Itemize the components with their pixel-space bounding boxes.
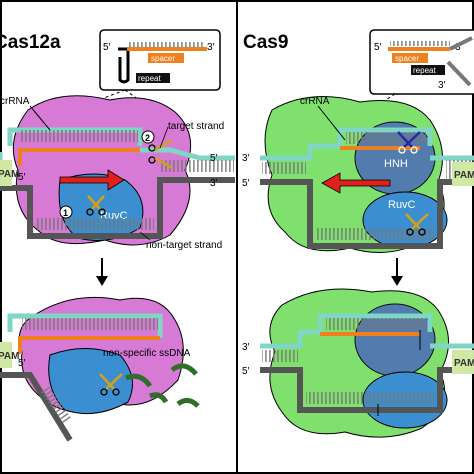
nontarget-ticks [36, 218, 154, 230]
down-arrow-icon [391, 258, 403, 286]
scissors-icon [405, 213, 429, 236]
spacer-label-box [148, 53, 184, 63]
red-arrow-icon [321, 172, 391, 194]
scissors-icon [397, 131, 421, 154]
dna-ticks [160, 160, 234, 172]
cas9-three-prime-b: 3′ [242, 342, 250, 353]
cas9-pam-block-2 [452, 350, 474, 374]
cas9-spacer-box [392, 53, 428, 63]
cas12a-panel: Cas12a 5′ 3′ spacer repeat RuvC [0, 29, 235, 442]
cas9-three-prime-top: 3′ [242, 153, 250, 164]
cas9-pam-label: PAM [454, 170, 474, 181]
pam-block-2 [0, 342, 12, 368]
cas9-crrna-label: crRNA [300, 96, 330, 107]
crrna-ticks [20, 130, 138, 142]
cas9-inset-five-prime: 5′ [374, 42, 382, 53]
three-prime-label: 3′ [210, 178, 218, 189]
down-arrow-icon [96, 258, 108, 286]
cas9-bottom-complex: PAM 3′ 5′ [242, 288, 474, 438]
cas9-crrna-loop-2 [317, 313, 433, 332]
cleaved-strand [0, 372, 73, 442]
ssdna-fragment [176, 398, 200, 408]
scissors-icon [99, 373, 123, 396]
crrna-label: crRNA [0, 96, 30, 107]
cas9-title: Cas9 [243, 32, 288, 53]
crrna-strand [18, 148, 140, 166]
cas9-non-target-strand [260, 179, 474, 249]
cas9-crrna-inset: 5′ 3′ spacer repeat 3′ [339, 29, 474, 131]
pam-label-2: PAM [0, 351, 19, 362]
non-target-strand-label: non-target strand [146, 240, 222, 251]
tracrrna-shape [446, 36, 473, 87]
inset-repeat-label: repeat [138, 74, 161, 83]
cas9-non-target-strand-2 [260, 367, 474, 413]
three-prime-label-top: 5′ [210, 153, 218, 164]
cas9-repeat-box [411, 65, 445, 75]
cas12a-top-complex: RuvC PAM 2 [0, 95, 235, 251]
cas9-inset-three-prime: 3′ [455, 42, 463, 53]
cas9-five-prime-b: 5′ [242, 366, 250, 377]
cas12a-title: Cas12a [0, 32, 61, 53]
repeat-label-box [136, 73, 170, 83]
cas12a-crrna-inset: 5′ 3′ spacer repeat [24, 29, 221, 129]
cas9-inset-three-prime-2: 3′ [438, 80, 446, 91]
inset-ticks [129, 42, 205, 47]
target-strand-label: target strand [168, 121, 224, 132]
nonspecific-ssdna-label: non-specific ssDNA [103, 348, 191, 359]
cut-two-label: 2 [145, 133, 150, 143]
cas9-inset-spacer: spacer [395, 54, 419, 63]
cas9-panel: Cas9 5′ 3′ spacer repeat 3′ HNH RuvC [242, 29, 474, 438]
cas12a-bottom-complex: PAM 5′ non-specific ssDNA [0, 296, 200, 442]
five-prime-label-2: 5′ [18, 358, 26, 369]
crrna-loop-2 [7, 313, 163, 338]
inset-spacer-label: spacer [151, 54, 175, 63]
ssdna-fragment [149, 392, 169, 404]
ruvc-domain [58, 173, 144, 241]
cas9-pam-block [452, 162, 474, 186]
side-text-b: e [0, 317, 3, 331]
side-text-a: e [0, 301, 3, 315]
five-prime-label: 5′ [18, 172, 26, 183]
cas9-crrna-loop [337, 127, 433, 146]
pam-block [0, 160, 12, 186]
inset-spacer-bar [127, 47, 207, 51]
pam-label: PAM [0, 169, 19, 180]
cas9-top-complex: HNH RuvC PAM [242, 96, 474, 253]
hnh-label: HNH [384, 158, 408, 170]
repeat-hairpin-shape [118, 47, 130, 84]
scissors-icon [86, 195, 106, 216]
crrna-strand-2 [18, 336, 160, 354]
crrna-ticks-2 [22, 318, 158, 330]
cut-one-label: 1 [63, 208, 68, 218]
cas9-pam-label-2: PAM [454, 358, 474, 369]
inset-five-prime: 5′ [103, 42, 111, 53]
cas9-ruvc-label: RuvC [388, 199, 416, 211]
non-target-strand [0, 177, 235, 239]
cas9-target-strand [260, 143, 340, 161]
scissors-icon [148, 138, 173, 170]
cas9-five-prime-bottom: 5′ [242, 178, 250, 189]
ssdna-fragment [170, 363, 198, 376]
ssdna-fragment [125, 373, 153, 388]
red-arrow-icon [59, 169, 125, 191]
inset-three-prime: 3′ [207, 42, 215, 53]
cas9-inset-repeat: repeat [413, 66, 436, 75]
